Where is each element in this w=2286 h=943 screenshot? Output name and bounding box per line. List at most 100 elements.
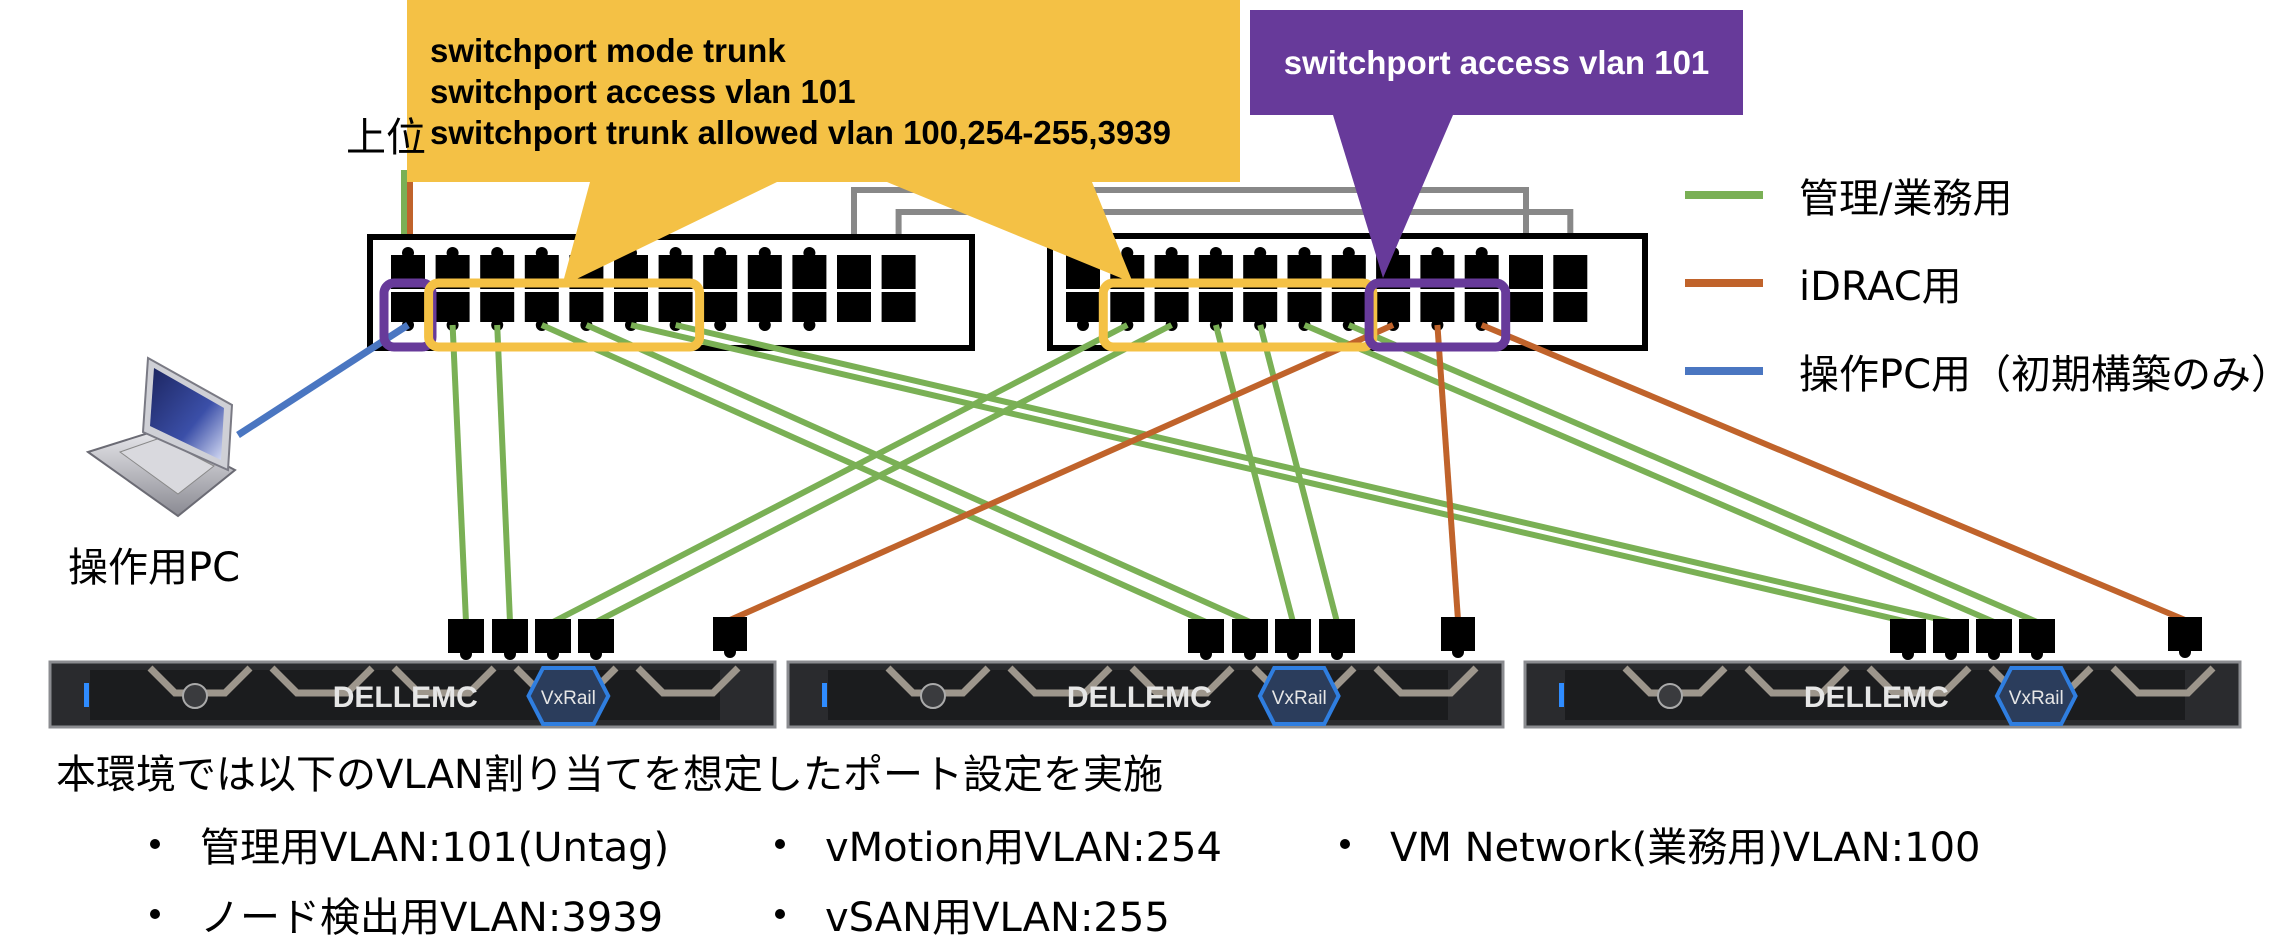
legend-label: iDRAC用 <box>1799 264 1962 310</box>
switch-port-bottom <box>658 292 693 322</box>
port-latch <box>1209 247 1222 259</box>
port-latch <box>714 247 727 259</box>
trunk-callout-line: switchport access vlan 101 <box>430 73 856 110</box>
legend-item-pc: 操作PC用（初期構築のみ） <box>1685 342 2286 400</box>
idrac-cable <box>728 322 1395 623</box>
server-idrac-port <box>1441 617 1475 651</box>
status-led <box>1559 683 1564 707</box>
switch-port-bottom <box>1154 292 1189 322</box>
switch-port-top <box>792 255 827 289</box>
switch-port-top <box>837 255 871 289</box>
bezel-chevron <box>1129 665 1235 697</box>
server-idrac-port <box>713 617 747 651</box>
server-nic-port <box>448 619 484 653</box>
legend-label: 管理/業務用 <box>1799 176 2013 222</box>
switch-port-bottom <box>1376 292 1411 322</box>
port-latch <box>1121 247 1134 259</box>
trunk-callout <box>407 0 1240 286</box>
switch-port-bottom <box>1198 292 1233 322</box>
server-nic-port <box>1188 619 1224 653</box>
bezel-chevron <box>1007 665 1113 697</box>
server-nic-port <box>1275 619 1311 653</box>
mgmt-cable <box>449 324 469 623</box>
port-latch <box>1254 247 1267 259</box>
port-latch <box>491 247 504 259</box>
bezel-chevron <box>1373 665 1479 697</box>
switch-port-bottom <box>435 292 470 322</box>
switch-right <box>1047 233 1648 351</box>
mgmt-cable <box>1212 324 1296 623</box>
port-latch <box>803 319 816 331</box>
port-latch <box>803 247 816 259</box>
mgmt-cable <box>585 322 1252 625</box>
server-nic-port <box>1319 619 1355 653</box>
mgmt-cable <box>551 322 1129 625</box>
port-latch <box>1475 247 1488 259</box>
switch-port-bottom <box>881 292 916 322</box>
server-nic-port <box>1976 619 2012 653</box>
bullet-icon <box>150 909 160 919</box>
access-callout <box>1250 10 1743 278</box>
cables <box>236 322 2187 625</box>
power-button-icon <box>920 683 946 709</box>
server-nic-port <box>535 619 571 653</box>
switch-port-bottom <box>703 292 738 322</box>
port-latch <box>446 247 459 259</box>
port-latch <box>669 247 682 259</box>
vlan-item: VM Network(業務用)VLAN:100 <box>1340 815 1981 873</box>
port-latch <box>1945 648 1957 660</box>
server-nic-port <box>1933 619 1969 653</box>
switch-port-bottom <box>1066 292 1100 322</box>
server-model-label: VxRail <box>1272 688 1327 709</box>
status-led <box>822 683 827 707</box>
vxrail-badge <box>1257 666 1341 726</box>
switch-port-bottom <box>792 292 827 322</box>
port-latch <box>504 648 516 660</box>
status-led <box>84 683 89 707</box>
vlan-text: 管理用VLAN:101(Untag) <box>200 825 670 871</box>
vxrail-badge <box>526 666 611 726</box>
mgmt-cable <box>630 322 1909 625</box>
switch-port-bottom <box>1243 292 1278 322</box>
vlan-text: ノード検出用VLAN:3939 <box>200 895 664 941</box>
bullet-icon <box>775 909 785 919</box>
vlan-item: 管理用VLAN:101(Untag) <box>150 815 669 873</box>
legend-swatch-blue <box>1685 367 1763 375</box>
port-latch <box>758 319 771 331</box>
port-latch <box>1077 319 1089 331</box>
switch-port-bottom <box>569 292 604 322</box>
vlan-item: vMotion用VLAN:254 <box>775 815 1222 873</box>
server-idrac-port <box>2168 617 2202 651</box>
trunk-callout-line: switchport mode trunk <box>430 32 786 69</box>
legend-item-idrac: iDRAC用 <box>1685 254 1962 312</box>
idrac-cable <box>1434 324 1461 621</box>
access-callout-text: switchport access vlan 101 <box>1283 43 1710 81</box>
server-nic-port <box>492 619 528 653</box>
port-latch <box>1452 646 1464 658</box>
port-latch <box>1200 648 1212 660</box>
server-model-label: VxRail <box>541 688 596 709</box>
switch-port-bottom <box>1420 292 1455 322</box>
operator-pc <box>85 356 237 518</box>
port-latch <box>724 646 736 658</box>
inter-switch-cable <box>851 187 1529 255</box>
bezel-chevron <box>1866 665 1972 697</box>
port-latch <box>1431 247 1444 259</box>
server-model-label: VxRail <box>2009 688 2064 709</box>
bezel-chevron <box>1744 665 1850 697</box>
port-latch <box>1342 247 1355 259</box>
vlan-text: vSAN用VLAN:255 <box>825 895 1170 941</box>
port-latch <box>547 648 559 660</box>
vlan-text: vMotion用VLAN:254 <box>825 825 1222 871</box>
bezel-chevron <box>635 665 741 697</box>
operator-pc-label: 操作用PC <box>68 545 241 591</box>
vxrail-badge <box>1994 666 2078 726</box>
vlan-text: VM Network(業務用)VLAN:100 <box>1390 825 1981 871</box>
switch-port-bottom <box>614 292 648 322</box>
switch-port-bottom <box>1331 292 1366 322</box>
mgmt-cable <box>540 322 1208 625</box>
legend-item-mgmt: 管理/業務用 <box>1685 166 2012 224</box>
bullet-icon <box>150 839 160 849</box>
